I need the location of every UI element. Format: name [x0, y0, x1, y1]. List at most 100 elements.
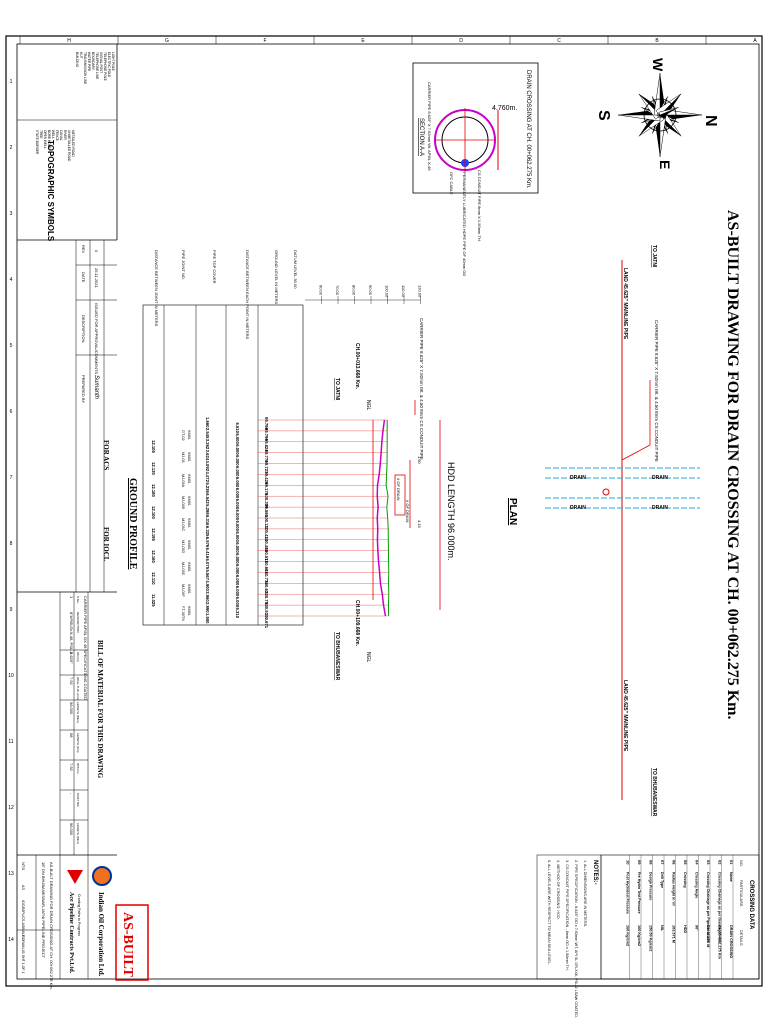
legend-item: TELEPHONE LINE	[95, 52, 99, 79]
to-jatni-profile: TO JATNI	[334, 378, 340, 401]
legend-item: WELL	[51, 130, 55, 139]
joint-distance-value: 12.110	[151, 572, 156, 585]
drawing-number: IOC/BJPL/CS-ASBUILT/DRAIN-01 SHT 1 OF 1	[21, 900, 25, 973]
elevation-tick-label: 60.00	[319, 285, 324, 296]
carrier-pipe-top-note: CARRIER PIPE 8.625" X 7.92mm Wt. & 4.50 …	[654, 320, 659, 462]
notes-block: NOTES:- 1. ALL DIMENSIONS ARE IN METERS.…	[536, 854, 602, 1018]
section-conduit-note: CS CONDUIT PIPE 8mm X 1.50mm TH.	[477, 170, 482, 242]
project-name: 18" DN BHUBANESWAR-JATNI PIPELINE PROJEC…	[41, 862, 46, 959]
crossing-row-number: 10	[626, 860, 631, 865]
legend-item: BORE HOLE	[47, 130, 51, 149]
bom-cell: 08	[69, 733, 74, 738]
note-item: 2. PIPE SPECIFICATION - 8.625" OD x 7.92…	[574, 860, 578, 1018]
cover-value: 4.092	[205, 461, 210, 472]
crossing-row-number: 02	[718, 860, 723, 865]
cover-value: 3.960	[205, 591, 210, 602]
as-built-stamp-text: AS-BUILT	[120, 912, 135, 978]
for-acs-label: FOR ACS	[102, 440, 110, 470]
bom-title: BILL OF MATERIAL FOR THIS DRAWING	[96, 640, 104, 779]
distance-value: 6.000	[235, 542, 240, 553]
joint-distance-value: 12.180	[151, 484, 156, 497]
crossing-row-particular: Crossing Angle	[695, 872, 699, 898]
distance-value: 6.000	[235, 455, 240, 466]
ground-level-value: 100.571	[264, 602, 269, 618]
legend-item: HUT	[79, 52, 83, 59]
joint-distance-value: 12.105	[151, 440, 156, 453]
grid-number: 1	[10, 79, 13, 85]
cover-value: 3.624	[205, 450, 210, 461]
crossing-row-number: 07	[660, 860, 665, 865]
cover-value: 6.416	[205, 548, 210, 559]
cover-value: 1.900	[205, 613, 210, 624]
joint-number: MJ-03E	[181, 562, 185, 576]
crossing-row-particular: Crossing	[683, 872, 687, 888]
crossing-row-number: 09	[637, 860, 642, 865]
row-header-joint-distance: DISTANCE BETWEEN JOINT IN METERS	[154, 250, 159, 327]
ground-level-value: 100.421	[264, 526, 269, 542]
legend-item: BUILDING	[75, 52, 79, 68]
note-item: 3. CS CONDUIT PIPE SPECIFICATION - 8mm O…	[565, 860, 569, 971]
dimension-2: 4.15	[417, 520, 422, 529]
distance-value: 6.000	[235, 520, 240, 531]
ground-level-value: 99.796	[264, 428, 269, 441]
distance-value: 6.000	[235, 531, 240, 542]
section-hdpe-note: PERMANENTLY LUBRICATED HDPE PIPE OF 40mm…	[462, 172, 467, 276]
grid-number: 11	[8, 739, 13, 745]
grid-number: 9	[10, 607, 13, 613]
distance-value: 6.000	[235, 466, 240, 477]
title-block: Indian Oil Corporation Ltd. Ace Pipeline…	[17, 855, 112, 990]
of-drain-label-2: ¢ OF DRAIN	[405, 500, 410, 523]
joint-number: GT-02	[181, 430, 185, 441]
north-letter: N	[702, 115, 719, 127]
bom-cell: 8.625"	[69, 652, 74, 664]
to-bhubaneswar-top: TO BHUBANESWAR	[651, 768, 657, 817]
section-label: SECTION A-A	[418, 118, 424, 156]
joint-number: MJ-03D	[181, 540, 185, 554]
compass-point	[658, 107, 679, 116]
of-drain-label-1: ¢ OF DRAIN	[396, 478, 401, 501]
datum-label: DATUM LEVEL 50.00	[293, 250, 298, 289]
iocl-logo	[92, 866, 112, 886]
distance-value: 6.510	[235, 422, 240, 433]
crossing-marker	[602, 488, 610, 496]
revision-col-description: DESCRIPTION	[81, 315, 86, 342]
note-item: 4. METHOD OF CROSSING: HDD.	[556, 860, 560, 920]
crossing-data-table: CROSSING DATA NO.PARTICULARSDETAILS01Nam…	[600, 854, 760, 980]
legend-item: TRANSMISSION LINE	[83, 52, 87, 84]
ground-level-value: 99.824	[264, 439, 269, 452]
ground-level-value: 100.661	[264, 559, 269, 575]
grid-number: 12	[8, 805, 14, 811]
ground-level-value: 99.176	[264, 482, 269, 495]
crossing-column-header: DETAILS	[739, 930, 743, 946]
joint-number: KM01	[187, 562, 191, 572]
grid-letter: C	[557, 38, 561, 44]
joint-number: FT-30TN	[181, 606, 185, 621]
legend-item: TREE	[39, 130, 43, 139]
for-iocl-label: FOR IOCL	[102, 527, 110, 562]
grid-letter: B	[655, 38, 659, 44]
distance-value: 6.000	[235, 586, 240, 597]
joint-distance-value: 12.195	[151, 528, 156, 541]
crossing-row-number: 03	[706, 860, 711, 865]
ch-left-label: CH.00+013.668 Km.	[354, 343, 360, 390]
drain-label-4: DRAIN	[652, 505, 668, 511]
revision-description-value: ISSUED FOR APPROVAL/COMMENTS	[94, 303, 99, 374]
bom-column-header: OD (in)	[76, 652, 80, 662]
joint-number: KM01	[187, 584, 191, 594]
ground-level-value: 99.721	[264, 461, 269, 474]
crossing-row-detail: NIL	[660, 925, 664, 932]
as-built-stamp: AS-BUILT	[115, 904, 149, 981]
drain-label-3: DRAIN	[570, 505, 586, 511]
cover-value: 5.567	[205, 569, 210, 580]
cover-value: 6.542	[205, 493, 210, 504]
legend-item: RIVER	[63, 130, 67, 140]
joint-number: KM01	[187, 474, 191, 484]
legend-item: UNMETALLED ROAD	[67, 130, 71, 162]
plan-view: DRAIN DRAIN DRAIN DRAIN PLAN TO JATNI TO…	[507, 245, 700, 817]
crossing-row-number: 05	[683, 860, 688, 865]
joint-number: MJ-03C	[181, 518, 185, 532]
grid-letter: A	[753, 38, 757, 44]
note-item: 1. ALL DIMENSIONS ARE IN METERS.	[583, 860, 587, 927]
grid-number: 2	[10, 145, 13, 151]
